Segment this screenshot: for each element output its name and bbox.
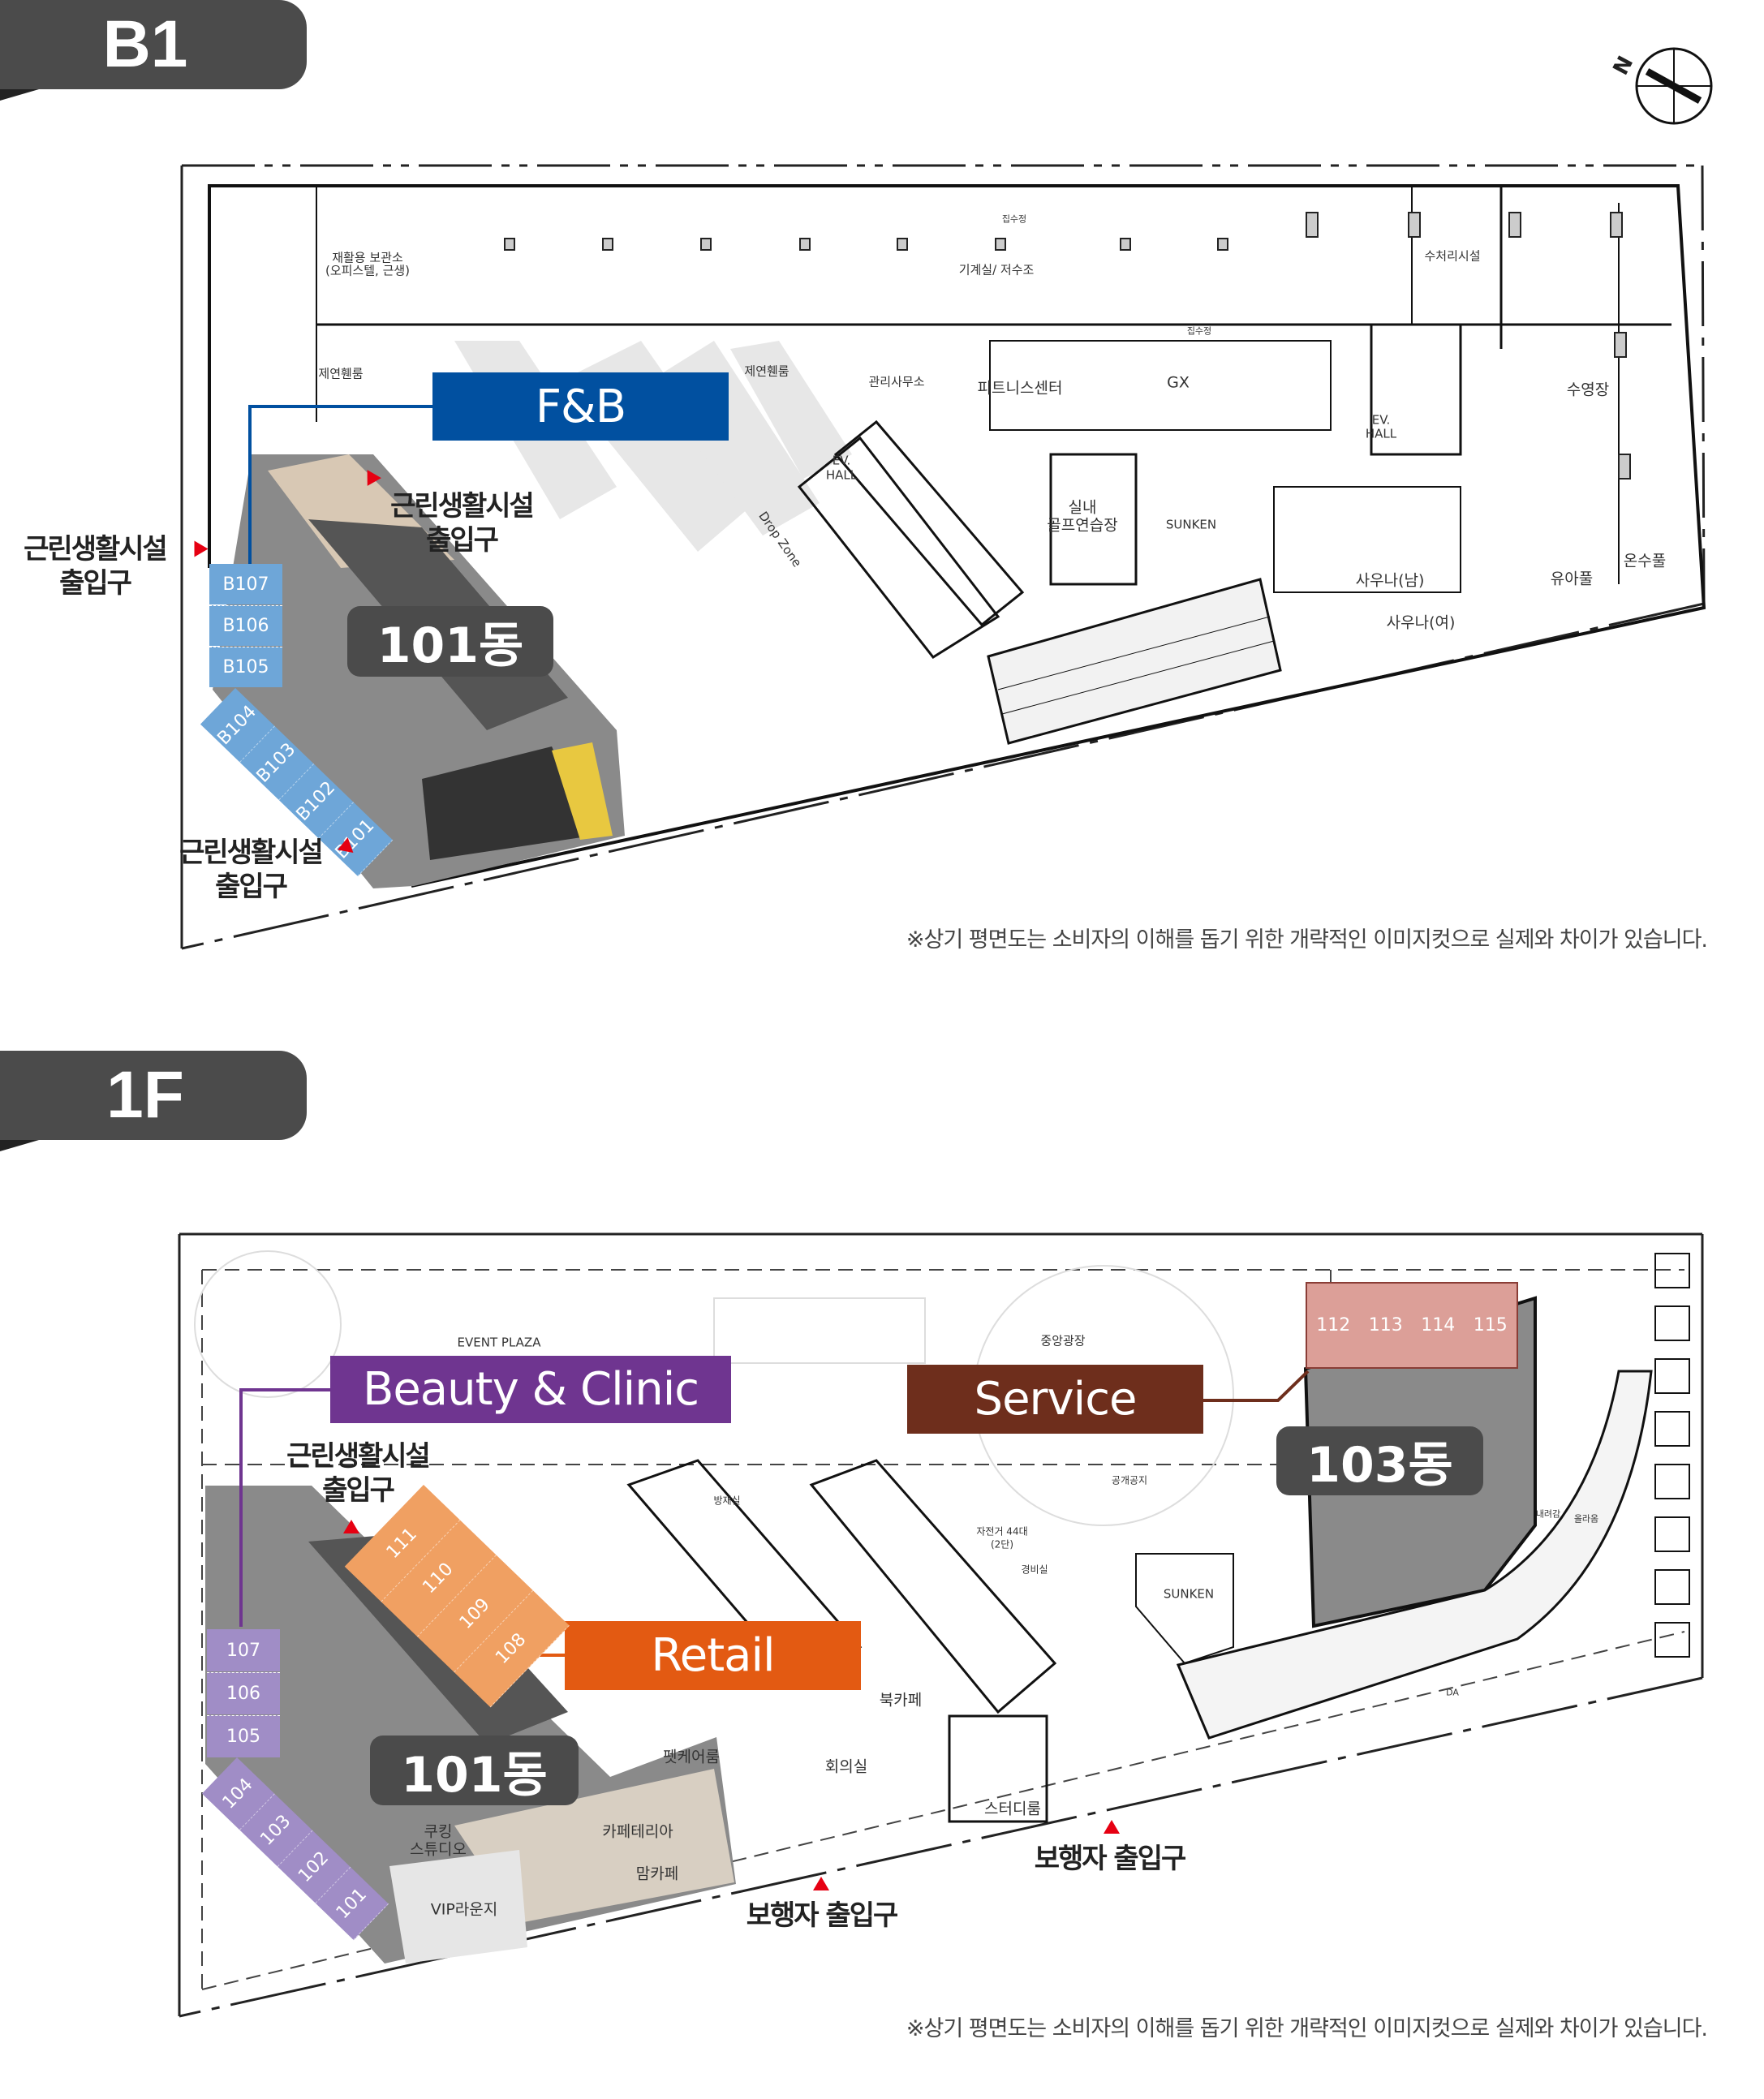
- pedestrian-entrance-label: 보행자 출입구: [1034, 1843, 1187, 1875]
- room-label: 회의실: [824, 1757, 868, 1776]
- entrance-arrow-icon: [343, 1520, 359, 1533]
- fnb-leader-line: [248, 405, 432, 574]
- room-label: 집수정: [1001, 213, 1027, 225]
- room-label: GX: [1167, 373, 1190, 392]
- unit-114[interactable]: 114: [1421, 1315, 1456, 1336]
- tab-fold-decoration: [0, 89, 39, 101]
- room-label: 중앙광장: [1040, 1333, 1086, 1348]
- b1-ramp: [987, 578, 1282, 745]
- category-label-fnb: F&B: [432, 372, 729, 441]
- room-label: HALL: [1365, 426, 1397, 441]
- room-label: DA: [1446, 1687, 1459, 1698]
- room-label: EVENT PLAZA: [457, 1335, 541, 1350]
- room-label: 재활용 보관소: [332, 250, 403, 265]
- room-label: 올라옴: [1573, 1513, 1599, 1525]
- room-label: 피트니스센터: [977, 379, 1063, 398]
- room-label: SUNKEN: [1165, 517, 1217, 532]
- room-label: 카페테리아: [602, 1822, 673, 1841]
- b1-building-outline: [208, 184, 1706, 888]
- pedestrian-entrance-label: 보행자 출입구: [746, 1899, 899, 1932]
- entrance-arrow-icon: [1104, 1820, 1120, 1834]
- beauty-leader-line: [239, 1388, 330, 1627]
- unit-113[interactable]: 113: [1368, 1315, 1403, 1336]
- room-label: VIP라운지: [430, 1900, 498, 1919]
- b1-core-corridor: [797, 419, 1025, 659]
- unit-group-112-115: 112 113 114 115: [1306, 1282, 1518, 1369]
- floor-tab-1f: 1F: [0, 1051, 307, 1140]
- category-label-beauty-clinic: Beauty & Clinic: [330, 1356, 731, 1423]
- room-label: 제연휀룸: [744, 363, 789, 379]
- room-label: 기계실/ 저수조: [958, 262, 1035, 277]
- north-compass-icon: [1635, 47, 1713, 125]
- unit-105[interactable]: 105: [207, 1715, 280, 1757]
- room-label: 방재실: [713, 1495, 741, 1507]
- f1-sunken-outline: [1135, 1553, 1234, 1665]
- tab-fold-decoration: [0, 1140, 39, 1151]
- unit-b105[interactable]: B105: [209, 647, 282, 687]
- room-label: 집수정: [1186, 325, 1212, 337]
- unit-112[interactable]: 112: [1316, 1315, 1351, 1336]
- room-label: 내려감: [1535, 1508, 1561, 1520]
- room-label: (오피스텔, 근생): [325, 263, 411, 278]
- room-label: 자전거 44대: [976, 1525, 1028, 1538]
- room-label: 쿠킹: [424, 1822, 453, 1841]
- disclaimer-1f: ※상기 평면도는 소비자의 이해를 돕기 위한 개략적인 이미지컷으로 실제와 …: [906, 2016, 1708, 2041]
- room-label: 맘카페: [635, 1865, 679, 1883]
- room-label: 수처리시설: [1424, 248, 1481, 264]
- f1-ramp: [1176, 1370, 1653, 1740]
- f1-site-boundary: [178, 1232, 1704, 2018]
- unit-106[interactable]: 106: [207, 1672, 280, 1714]
- room-label: 사우나(여): [1386, 613, 1456, 632]
- room-label: 유아풀: [1550, 570, 1594, 588]
- building-label-101-b1: 101동: [347, 606, 553, 677]
- room-label: 제연휀룸: [318, 366, 364, 381]
- room-label: (2단): [990, 1538, 1014, 1551]
- disclaimer-b1: ※상기 평면도는 소비자의 이해를 돕기 위한 개략적인 이미지컷으로 실제와 …: [906, 927, 1708, 953]
- unit-b106[interactable]: B106: [209, 605, 282, 646]
- category-label-service: Service: [907, 1365, 1203, 1434]
- unit-b107[interactable]: B107: [209, 564, 282, 604]
- room-label: 공개공지: [1111, 1474, 1148, 1486]
- f1-parking-spaces: [1654, 1253, 1690, 1658]
- room-label: EV.: [1371, 412, 1391, 428]
- room-label: 실내: [1068, 498, 1097, 517]
- room-label: 북카페: [879, 1691, 923, 1710]
- b1-columns: [504, 212, 1631, 480]
- room-label: EV.: [832, 453, 851, 468]
- room-label: SUNKEN: [1163, 1586, 1215, 1602]
- building-label-103: 103동: [1276, 1426, 1483, 1495]
- room-label: 펫케어룸: [663, 1748, 720, 1766]
- room-label: HALL: [825, 467, 858, 483]
- room-label: 골프연습장: [1047, 516, 1118, 535]
- unit-115[interactable]: 115: [1473, 1315, 1508, 1336]
- room-label: 사우나(남): [1355, 571, 1425, 590]
- room-label: 관리사무소: [868, 374, 925, 389]
- room-label: 온수풀: [1623, 552, 1667, 570]
- entrance-arrow-icon: [194, 540, 209, 557]
- building-label-101-1f: 101동: [370, 1736, 579, 1805]
- entrance-arrow-icon: [813, 1877, 829, 1890]
- room-label: 스터디룸: [984, 1800, 1041, 1818]
- service-leader-line: [1203, 1370, 1310, 1402]
- floor-tab-b1: B1: [0, 0, 307, 89]
- room-label: 경비실: [1021, 1563, 1048, 1576]
- room-label: 수영장: [1566, 381, 1610, 399]
- unit-107[interactable]: 107: [207, 1629, 280, 1671]
- category-label-retail: Retail: [565, 1621, 861, 1690]
- room-label: 스튜디오: [410, 1840, 467, 1859]
